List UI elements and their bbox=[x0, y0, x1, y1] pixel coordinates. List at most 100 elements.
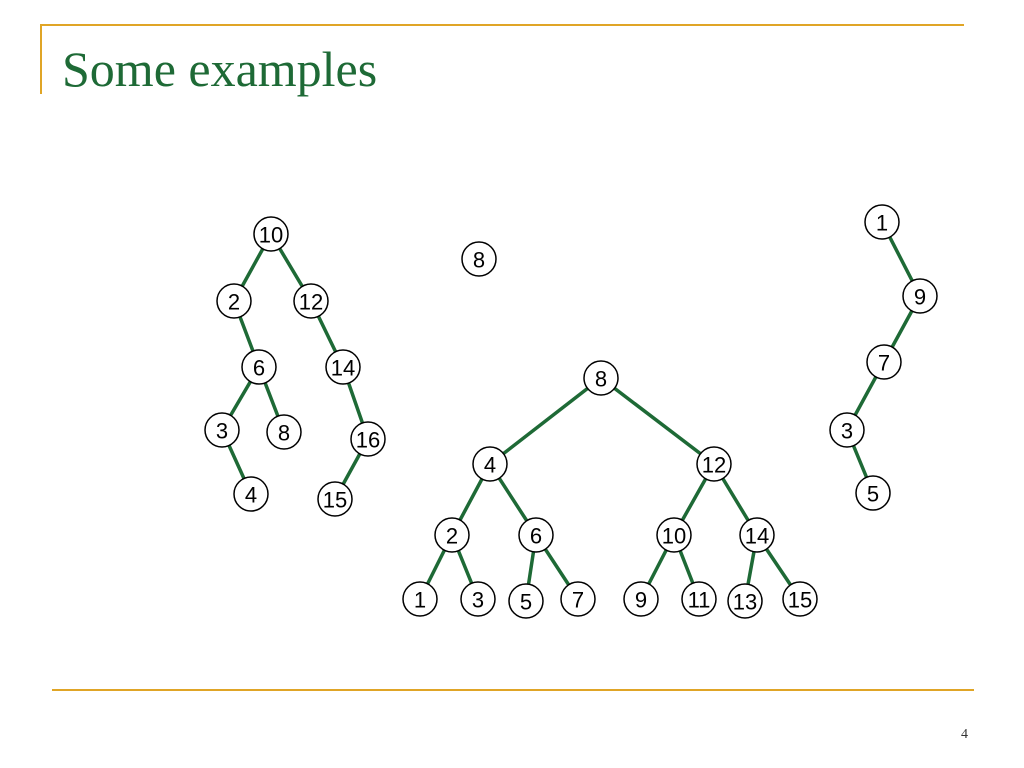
node-label: 4 bbox=[245, 483, 257, 508]
tree-node: 10 bbox=[656, 517, 692, 553]
node-circle bbox=[518, 517, 554, 553]
node-label: 8 bbox=[278, 421, 290, 446]
node-circle bbox=[253, 216, 289, 252]
node-label: 3 bbox=[841, 419, 853, 444]
tree-node: 6 bbox=[241, 349, 277, 385]
tree-node: 8 bbox=[583, 360, 619, 396]
node-label: 15 bbox=[323, 488, 347, 513]
node-circle bbox=[434, 517, 470, 553]
node-label: 11 bbox=[688, 588, 711, 613]
node-circle bbox=[350, 421, 386, 457]
node-label: 8 bbox=[595, 367, 607, 392]
tree-node: 14 bbox=[739, 517, 775, 553]
node-label: 7 bbox=[878, 351, 890, 376]
tree-node: 12 bbox=[696, 446, 732, 482]
node-circle bbox=[460, 581, 496, 617]
node-circle bbox=[325, 349, 361, 385]
node-circle bbox=[560, 581, 596, 617]
tree-edge bbox=[488, 376, 603, 466]
tree-node: 5 bbox=[508, 583, 544, 619]
tree-node: 11 bbox=[681, 581, 717, 617]
tree-node: 12 bbox=[293, 283, 329, 319]
tree-node: 6 bbox=[518, 517, 554, 553]
node-label: 12 bbox=[702, 453, 726, 478]
node-label: 6 bbox=[253, 356, 265, 381]
node-label: 5 bbox=[520, 590, 532, 615]
node-circle bbox=[864, 204, 900, 240]
node-circle bbox=[696, 446, 732, 482]
tree-node: 4 bbox=[472, 446, 508, 482]
node-label: 9 bbox=[635, 588, 647, 613]
tree-node: 9 bbox=[623, 581, 659, 617]
node-circle bbox=[866, 344, 902, 380]
node-label: 10 bbox=[259, 223, 283, 248]
node-circle bbox=[508, 583, 544, 619]
node-circle bbox=[402, 581, 438, 617]
tree-edges bbox=[220, 220, 922, 603]
node-circle bbox=[829, 412, 865, 448]
tree-edge bbox=[599, 376, 716, 466]
tree-node: 3 bbox=[460, 581, 496, 617]
node-label: 8 bbox=[473, 248, 485, 273]
node-label: 14 bbox=[745, 524, 769, 549]
bottom-accent-rule bbox=[52, 689, 974, 691]
tree-node: 2 bbox=[434, 517, 470, 553]
tree-node: 8 bbox=[461, 241, 497, 277]
tree-node: 2 bbox=[216, 283, 252, 319]
node-label: 7 bbox=[572, 588, 584, 613]
node-label: 3 bbox=[472, 588, 484, 613]
node-label: 4 bbox=[484, 453, 496, 478]
tree-node: 14 bbox=[325, 349, 361, 385]
slide-title: Some examples bbox=[62, 41, 378, 97]
node-circle bbox=[739, 517, 775, 553]
left-accent-rule bbox=[40, 24, 42, 94]
node-circle bbox=[623, 581, 659, 617]
node-label: 9 bbox=[914, 285, 926, 310]
node-label: 2 bbox=[446, 524, 458, 549]
node-label: 16 bbox=[356, 428, 380, 453]
node-circle bbox=[317, 481, 353, 517]
tree-node: 9 bbox=[902, 278, 938, 314]
tree-node: 3 bbox=[829, 412, 865, 448]
node-circle bbox=[204, 412, 240, 448]
node-label: 12 bbox=[299, 290, 323, 315]
node-circle bbox=[727, 583, 763, 619]
node-circle bbox=[241, 349, 277, 385]
node-circle bbox=[472, 446, 508, 482]
tree-node: 7 bbox=[866, 344, 902, 380]
node-circle bbox=[266, 414, 302, 450]
node-circle bbox=[902, 278, 938, 314]
node-circle bbox=[233, 476, 269, 512]
node-circle bbox=[216, 283, 252, 319]
node-circle bbox=[782, 581, 818, 617]
tree-node: 7 bbox=[560, 581, 596, 617]
tree-node: 15 bbox=[782, 581, 818, 617]
node-circle bbox=[461, 241, 497, 277]
tree-node: 3 bbox=[204, 412, 240, 448]
node-label: 15 bbox=[788, 588, 812, 613]
tree-node: 1 bbox=[402, 581, 438, 617]
page-number: 4 bbox=[961, 727, 968, 742]
top-accent-rule bbox=[40, 24, 964, 26]
node-circle bbox=[681, 581, 717, 617]
node-label: 6 bbox=[530, 524, 542, 549]
tree-node: 4 bbox=[233, 476, 269, 512]
node-label: 2 bbox=[228, 290, 240, 315]
node-label: 1 bbox=[876, 211, 888, 236]
node-circle bbox=[855, 475, 891, 511]
tree-node: 15 bbox=[317, 481, 353, 517]
tree-node: 16 bbox=[350, 421, 386, 457]
node-label: 1 bbox=[414, 588, 426, 613]
node-circle bbox=[583, 360, 619, 396]
tree-node: 13 bbox=[727, 583, 763, 619]
tree-node: 8 bbox=[266, 414, 302, 450]
node-circle bbox=[293, 283, 329, 319]
node-label: 14 bbox=[331, 356, 355, 381]
tree-node: 1 bbox=[864, 204, 900, 240]
node-label: 3 bbox=[216, 419, 228, 444]
tree-node: 10 bbox=[253, 216, 289, 252]
node-label: 13 bbox=[733, 590, 757, 615]
node-label: 5 bbox=[867, 482, 879, 507]
